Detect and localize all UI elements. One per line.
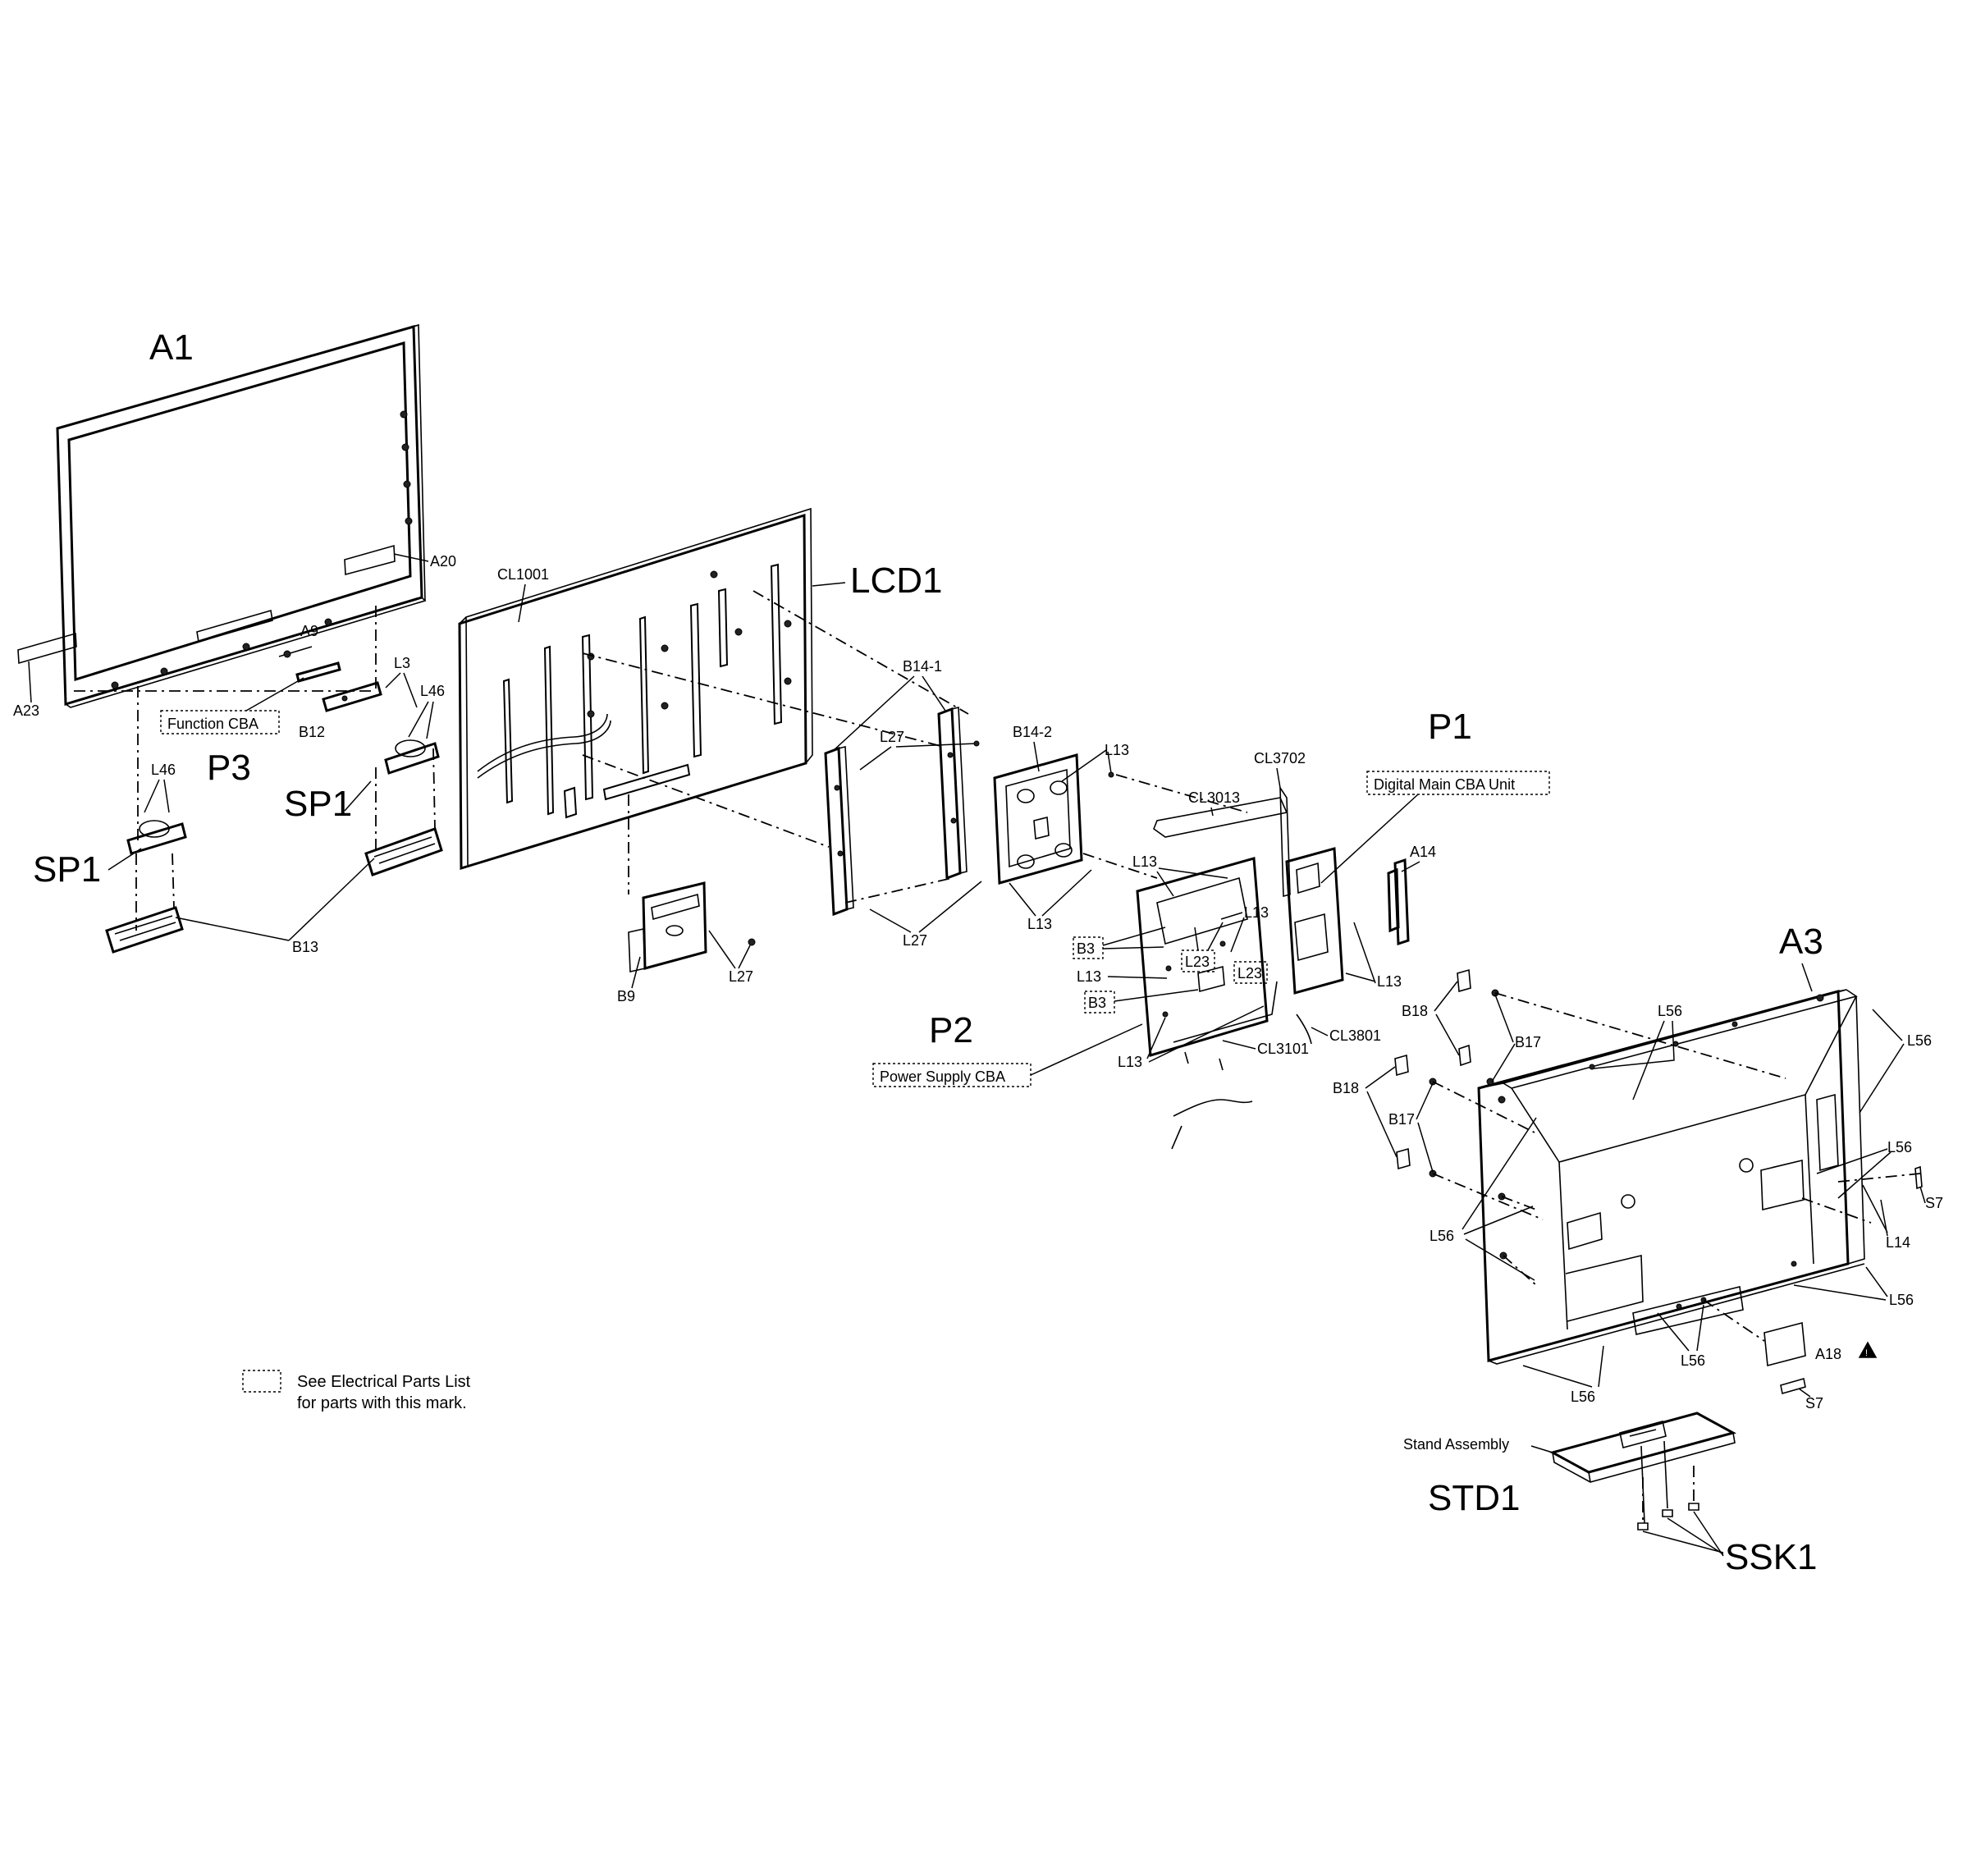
label-l23-mid: L23 (1237, 965, 1262, 981)
bracket-b9 (628, 881, 707, 972)
front-bezel-a1 (17, 323, 427, 708)
label-a23: A23 (13, 702, 39, 719)
label-l56-bottom-mid: L56 (1681, 1352, 1705, 1369)
label-a1: A1 (149, 327, 194, 368)
label-b14-2: B14-2 (1013, 724, 1052, 740)
label-lcd1: LCD1 (850, 561, 943, 601)
back-cover-a3 (1477, 989, 1865, 1365)
speaker-sp1-left (105, 820, 187, 954)
label-l23-top: L23 (1185, 954, 1210, 970)
warning-triangle-icon: ! (1858, 1341, 1878, 1358)
label-l13-p1-mid: L13 (1244, 904, 1269, 921)
label-l13-b14: L13 (1105, 742, 1129, 758)
digital-main-cba-box (1366, 771, 1550, 795)
label-l27-bottom: L27 (903, 932, 927, 949)
bracket-b12 (322, 681, 382, 712)
label-sp1-right: SP1 (284, 784, 352, 824)
label-l14: L14 (1886, 1234, 1910, 1251)
label-power-supply-cba: Power Supply CBA (880, 1068, 1005, 1085)
label-cl3013: CL3013 (1188, 789, 1240, 806)
cable-cl3702 (1279, 785, 1291, 898)
label-cl1001: CL1001 (497, 566, 549, 583)
digital-main-board-p1 (1285, 847, 1410, 995)
label-b18-bottom: B18 (1333, 1080, 1359, 1096)
label-b12: B12 (299, 724, 325, 740)
fasteners-b17-b18 (1394, 968, 1499, 1178)
label-b3-top: B3 (1077, 940, 1095, 957)
label-b14-1: B14-1 (903, 658, 942, 675)
label-function-cba: Function CBA (167, 716, 258, 732)
power-supply-board-p2 (1136, 857, 1278, 1071)
label-std1: STD1 (1428, 1478, 1520, 1518)
label-l56-bottom-left: L56 (1571, 1389, 1595, 1405)
label-l13-bottom: L13 (1118, 1054, 1142, 1070)
label-s7-bottom: S7 (1805, 1395, 1823, 1412)
label-b13: B13 (292, 939, 318, 955)
cable-cl3013 (1153, 797, 1288, 838)
label-l13-b14-bottom: L13 (1027, 916, 1052, 932)
label-a20: A20 (430, 553, 456, 570)
cable-cl3801 (1296, 1013, 1312, 1045)
label-l56-right-top: L56 (1907, 1032, 1932, 1049)
bracket-b14-2 (993, 753, 1083, 885)
label-b9: B9 (617, 988, 635, 1004)
svg-text:!: ! (1865, 1348, 1868, 1358)
label-l46-right: L46 (420, 683, 445, 699)
function-cba-board (278, 646, 341, 683)
label-a3: A3 (1779, 922, 1823, 962)
label-l56-left: L56 (1430, 1228, 1454, 1244)
legend: See Electrical Parts List for parts with… (242, 1370, 471, 1412)
stand-assembly-std1 (1549, 1412, 1736, 1524)
label-b18-top: B18 (1402, 1003, 1428, 1019)
label-l27-top: L27 (880, 729, 904, 745)
label-a14: A14 (1410, 844, 1436, 860)
legend-line-1: See Electrical Parts List (297, 1373, 471, 1391)
label-a9: A9 (300, 623, 318, 639)
stand-screws-ssk1 (1637, 1503, 1699, 1531)
label-cl3702: CL3702 (1254, 750, 1306, 766)
label-l3: L3 (394, 655, 410, 671)
label-cl3101: CL3101 (1257, 1041, 1309, 1057)
label-a18: A18 (1815, 1346, 1841, 1362)
label-l27-b9: L27 (729, 968, 753, 985)
l23-mid-box (1233, 961, 1268, 984)
label-p2: P2 (929, 1010, 973, 1050)
label-ssk1: SSK1 (1725, 1537, 1818, 1577)
label-p3: P3 (207, 748, 251, 788)
label-cl3801: CL3801 (1329, 1027, 1381, 1044)
screw-s7-right (1914, 1165, 1923, 1190)
label-l56-right-bottom: L56 (1889, 1292, 1914, 1308)
label-sp1-left: SP1 (33, 849, 101, 890)
legend-line-2: for parts with this mark. (297, 1394, 467, 1412)
label-l56-right-mid: L56 (1887, 1139, 1912, 1155)
label-l13-p1-top: L13 (1132, 853, 1157, 870)
label-b3-bottom: B3 (1088, 995, 1106, 1011)
label-l13-right: L13 (1377, 973, 1402, 990)
label-l13-left: L13 (1077, 968, 1101, 985)
screw-s7-bottom (1780, 1377, 1806, 1395)
label-b17-bottom: B17 (1388, 1111, 1415, 1128)
label-p1: P1 (1428, 707, 1472, 747)
label-b17-top: B17 (1515, 1034, 1541, 1050)
label-l46-left: L46 (151, 762, 176, 778)
label-l56-top: L56 (1658, 1003, 1682, 1019)
legend-dotted-box (242, 1370, 281, 1393)
function-cba-box (160, 710, 280, 734)
lcd-panel-lcd1 (458, 507, 813, 871)
label-s7-right: S7 (1925, 1195, 1943, 1211)
b3-top-box (1073, 936, 1104, 959)
label-plate-a18 (1763, 1321, 1806, 1367)
b3-bottom-box (1084, 991, 1115, 1013)
bracket-b14-1 (824, 706, 967, 917)
label-stand-assembly: Stand Assembly (1403, 1436, 1509, 1453)
label-digital-main-cba: Digital Main CBA Unit (1374, 776, 1515, 793)
speaker-sp1-right (364, 739, 443, 876)
